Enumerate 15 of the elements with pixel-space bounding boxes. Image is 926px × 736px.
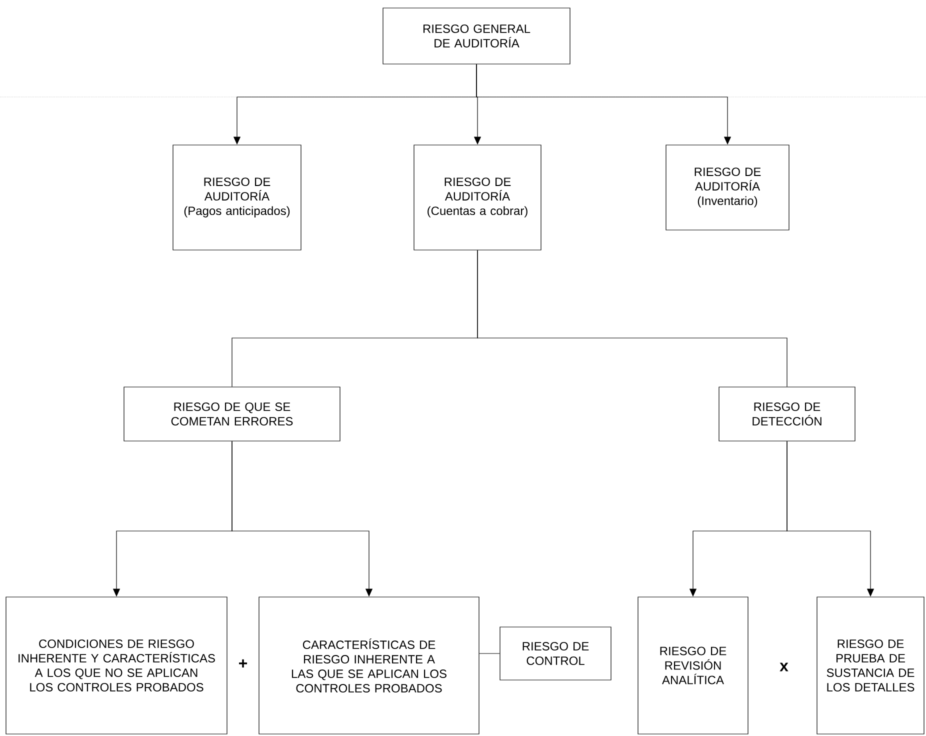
operator-sign: x bbox=[780, 662, 788, 672]
risk-box: RIESGO DE QUE SE COMETAN ERRORES bbox=[124, 386, 340, 442]
risk-box: RIESGO DE PRUEBA DE SUSTANCIA DE LOS DETALLES bbox=[816, 596, 924, 734]
risk-box: RIESGO DE AUDITORÍA (Inventario) bbox=[666, 144, 790, 230]
connector bbox=[479, 653, 500, 654]
connector bbox=[477, 250, 788, 387]
operator-sign: + bbox=[239, 659, 248, 668]
risk-box: RIESGO GENERAL DE AUDITORÍA bbox=[382, 8, 570, 64]
condition-box: CONDICIONES DE RIESGO INHERENTE Y CARACTERÍSTICAS A LOS QUE NO SE APLICAN LOS CONTROLES PROBADOS bbox=[6, 596, 228, 734]
risk-box: RIESGO DE CONTROL bbox=[500, 626, 612, 680]
condition-box: CARACTERÍSTICAS DE RIESGO INHERENTE A LAS QUE SE APLICAN LOS CONTROLES PROBADOS bbox=[258, 596, 480, 734]
risk-box: RIESGO DE DETECCIÓN bbox=[718, 386, 856, 442]
risk-box: RIESGO DE REVISIÓN ANALÍTICA bbox=[638, 596, 748, 734]
risk-box: RIESGO DE AUDITORÍA (Cuentas a cobrar) bbox=[414, 144, 542, 250]
risk-box: RIESGO DE AUDITORÍA (Pagos anticipados) bbox=[172, 144, 302, 250]
